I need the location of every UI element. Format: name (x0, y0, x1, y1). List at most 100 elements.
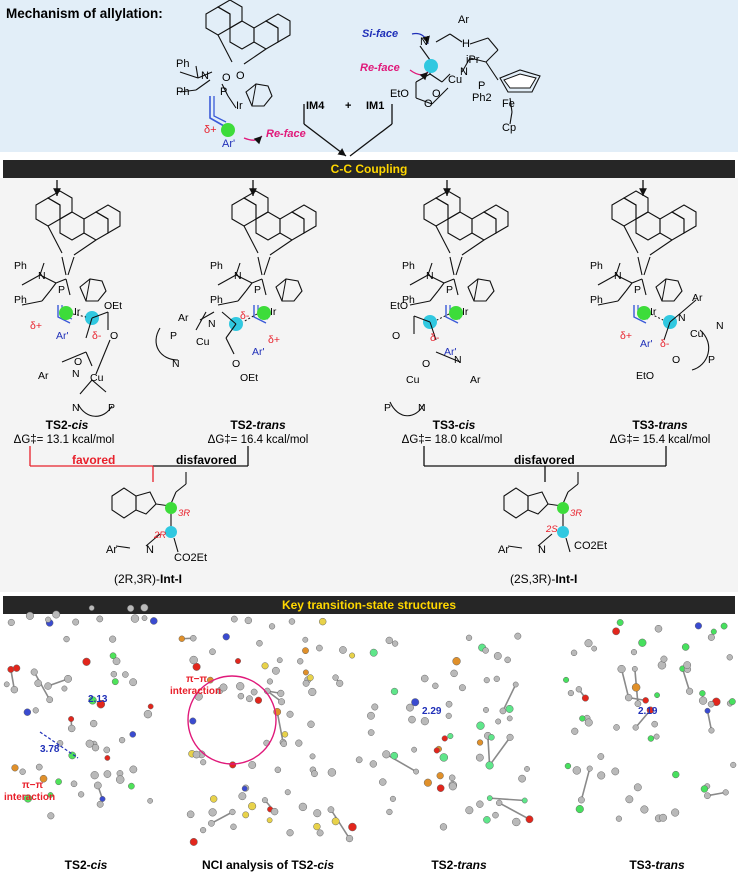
g3d1-atom (10, 685, 19, 694)
g3d4-atom (694, 622, 702, 630)
g3d2-atom (277, 689, 285, 697)
im4-p: P (220, 86, 228, 98)
ts3-trans-label-ar-9: Ar (692, 292, 703, 304)
g3d4-atom (564, 762, 572, 770)
im1-o4: O (432, 88, 441, 100)
g3d1-atom (147, 797, 153, 804)
ts3-cis-label-ar-prime-8: Ar' (444, 346, 457, 358)
ts3-cis-label-ph-2: Ph (402, 294, 415, 306)
g3d1-atom (150, 617, 158, 625)
distance-2-13: 2.13 (88, 694, 108, 705)
g3d2-atom (297, 658, 304, 665)
g3d2-atom (209, 648, 216, 656)
g3d2-atom (254, 696, 263, 704)
ts2-cis-label-ar-prime-6: Ar' (56, 330, 69, 342)
g3d2-atom (189, 655, 198, 665)
g3d1-atom (130, 614, 140, 623)
g3d1-atom (25, 611, 34, 620)
ts3-trans-label-ar-prime-6: Ar' (640, 338, 653, 350)
g3d2-atom (331, 817, 340, 826)
g3d2-atom (266, 817, 273, 824)
mechanism-title: Mechanism of allylation: (6, 6, 163, 21)
g3d4-atom (616, 619, 624, 626)
g3d1-atom (13, 664, 21, 672)
ts3-trans-dg: ΔG‡= 15.4 kcal/mol (609, 434, 711, 446)
g3d4-atom (659, 813, 668, 822)
g3d3-atom (458, 684, 466, 692)
g3d1-atom (103, 770, 112, 778)
g3d3-atom (371, 703, 379, 711)
g3d3-atom (390, 751, 399, 760)
im4-o2: O (236, 70, 245, 82)
im1-fe: Fe (502, 98, 515, 110)
g3d2-atom (248, 761, 257, 769)
g3d2-atom (348, 822, 357, 832)
g3d4-atom (631, 665, 638, 672)
g3d3-bond (502, 684, 517, 712)
ts3-cis-label-o-6: O (392, 330, 401, 342)
g3d2-atom (229, 761, 237, 769)
g3d3-atom (406, 703, 414, 712)
g3d2-atom (278, 698, 286, 706)
g3d4-atom (613, 724, 620, 731)
g3d4-atom (597, 771, 606, 780)
g3d4-atom (683, 661, 692, 669)
g3d3-atom (369, 648, 378, 657)
g3d1-atom (23, 794, 33, 803)
ts3-cis-label-cu-11: Cu (406, 374, 420, 386)
interaction-nci-label: interaction (170, 686, 222, 697)
im1-p: P (478, 80, 486, 92)
g3d2-atom (270, 807, 279, 816)
g3d2-atom (298, 802, 308, 812)
ts3-trans-label-delta-plus-5: δ+ (620, 330, 632, 342)
g3d1-atom (147, 703, 154, 710)
im4-o1: O (222, 72, 231, 84)
g3d1-atom (129, 678, 138, 687)
im4-ph1: Ph (176, 58, 190, 70)
coupling-banner: C-C Coupling (3, 160, 735, 178)
ts3-cis-label-n-1: N (426, 270, 434, 282)
g3d2-atom (311, 770, 318, 778)
g3d1-atom (111, 678, 119, 686)
g3d1-atom (35, 763, 43, 771)
ts2-cis-label-ar-10: Ar (38, 370, 49, 382)
g3d3-atom (499, 707, 507, 715)
g3d1-atom (93, 781, 102, 790)
g3d1-atom (70, 780, 78, 788)
ts2-cis-3d (3, 603, 158, 820)
g3d3-atom (392, 640, 399, 647)
g3d2-atom (200, 759, 207, 766)
im1-ipr: iPr (466, 54, 480, 66)
pipi-left-label: π−π (22, 780, 44, 791)
g3d2-atom (250, 688, 258, 696)
g3d4-atom (700, 785, 709, 793)
g3d2-atom (313, 822, 321, 831)
g3d1-atom (115, 775, 125, 784)
ts2-trans-label-o-13: O (232, 358, 241, 370)
g3d4-atom (597, 753, 605, 760)
ts2-cis-label-p-3: P (58, 284, 66, 296)
g3d2-bond (276, 711, 284, 743)
g3d1-atom (47, 812, 55, 820)
g3d1-atom (68, 716, 75, 722)
g3d2-atom (200, 827, 207, 834)
g3d1-atom (99, 796, 106, 802)
g3d3-atom (369, 760, 377, 768)
g3d3-atom (476, 739, 484, 746)
g3d3-atom (386, 808, 393, 816)
g3d1-atom (45, 616, 52, 623)
g3d3-atom (436, 772, 444, 780)
g3d4-atom (671, 808, 680, 817)
ts3-trans-label-p-3: P (634, 284, 642, 296)
g3d2-atom (355, 756, 363, 764)
caption-ts2-trans: TS2-trans (431, 858, 487, 872)
plus-sign: + (345, 100, 352, 112)
g3d2-atom (241, 785, 248, 792)
g3d3-atom (492, 811, 499, 819)
g3d4-atom (563, 676, 570, 683)
g3d3-atom (367, 729, 375, 736)
g3d1-atom (44, 682, 52, 690)
im1-cu: Cu (448, 74, 463, 86)
ts2-trans-structure (155, 191, 316, 361)
g3d4-atom (631, 683, 641, 692)
